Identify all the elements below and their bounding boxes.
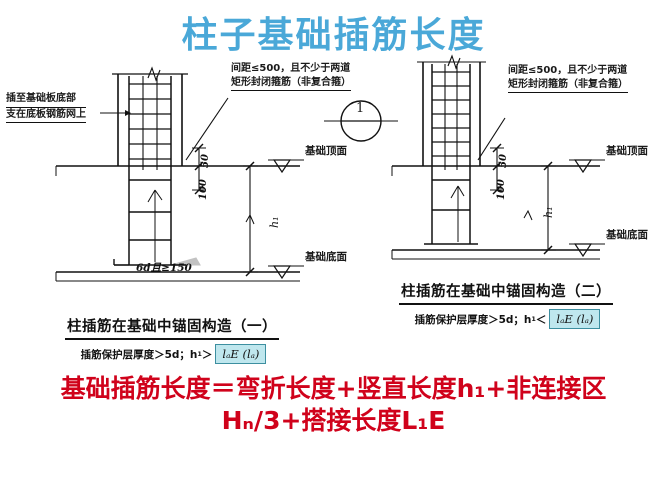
- right-anchorage-formula-box: lₐE (lₐ): [549, 309, 601, 329]
- detail-callout-circle: [324, 100, 398, 142]
- left-condition-sub: 1: [197, 350, 202, 358]
- left-dim-h1: h₁: [268, 216, 281, 229]
- summary-formula: 基础插筋长度＝弯折长度+竖直长度h₁+非连接区 Hₙ/3+搭接长度L₁E: [0, 373, 667, 437]
- right-condition-sub: 1: [531, 315, 536, 323]
- left-foundation-bottom-label: 基础底面: [305, 251, 347, 263]
- right-dim-h1: h₁: [542, 206, 555, 219]
- left-dim-100: 100: [198, 179, 209, 200]
- detail-marker-number: 1: [356, 101, 365, 116]
- right-caption-title: 柱插筋在基础中锚固构造（二）: [399, 280, 613, 305]
- left-stirrup-note: 间距≤500，且不少于两道 矩形封闭箍筋（非复合箍）: [231, 62, 351, 91]
- right-dim-100: 100: [496, 179, 507, 200]
- left-condition-operator: ＞: [201, 348, 213, 361]
- left-anchorage-callout: 插至基础板底部 支在底板钢筋网上: [6, 92, 86, 123]
- right-diagram-linework: [391, 54, 605, 260]
- left-callout-line1: 插至基础板底部: [6, 92, 86, 108]
- left-stirrup-note-line1: 间距≤500，且不少于两道: [231, 63, 351, 74]
- left-condition-prefix: 插筋保护层厚度＞5d；h: [80, 348, 198, 361]
- right-stirrup-note-line1: 间距≤500，且不少于两道: [508, 65, 628, 76]
- summary-formula-line2: Hₙ/3+搭接长度L₁E: [221, 406, 446, 435]
- left-stirrup-note-line2: 矩形封闭箍筋（非复合箍）: [231, 76, 351, 91]
- right-foundation-bottom-label: 基础底面: [606, 229, 648, 241]
- right-condition-operator: ＜: [535, 313, 547, 326]
- left-foundation-top-label: 基础顶面: [305, 145, 347, 157]
- right-condition-prefix: 插筋保护层厚度＞5d；h: [414, 313, 532, 326]
- right-stirrup-note: 间距≤500，且不少于两道 矩形封闭箍筋（非复合箍）: [508, 64, 628, 93]
- summary-formula-line1: 基础插筋长度＝弯折长度+竖直长度h₁+非连接区: [60, 374, 607, 403]
- page-title: 柱子基础插筋长度: [181, 15, 486, 56]
- left-callout-line2: 支在底板钢筋网上: [6, 108, 86, 123]
- right-stirrup-note-line2: 矩形封闭箍筋（非复合箍）: [508, 78, 628, 93]
- left-diagram-linework: [55, 66, 304, 282]
- right-foundation-top-label: 基础顶面: [606, 145, 648, 157]
- left-anchorage-formula-box: lₐE (lₐ): [215, 344, 267, 364]
- left-hook-note: 6d且≥150: [136, 262, 192, 274]
- left-caption-title: 柱插筋在基础中锚固构造（一）: [65, 315, 279, 340]
- left-dim-50: 50: [200, 154, 211, 168]
- right-dim-50: 50: [498, 154, 509, 168]
